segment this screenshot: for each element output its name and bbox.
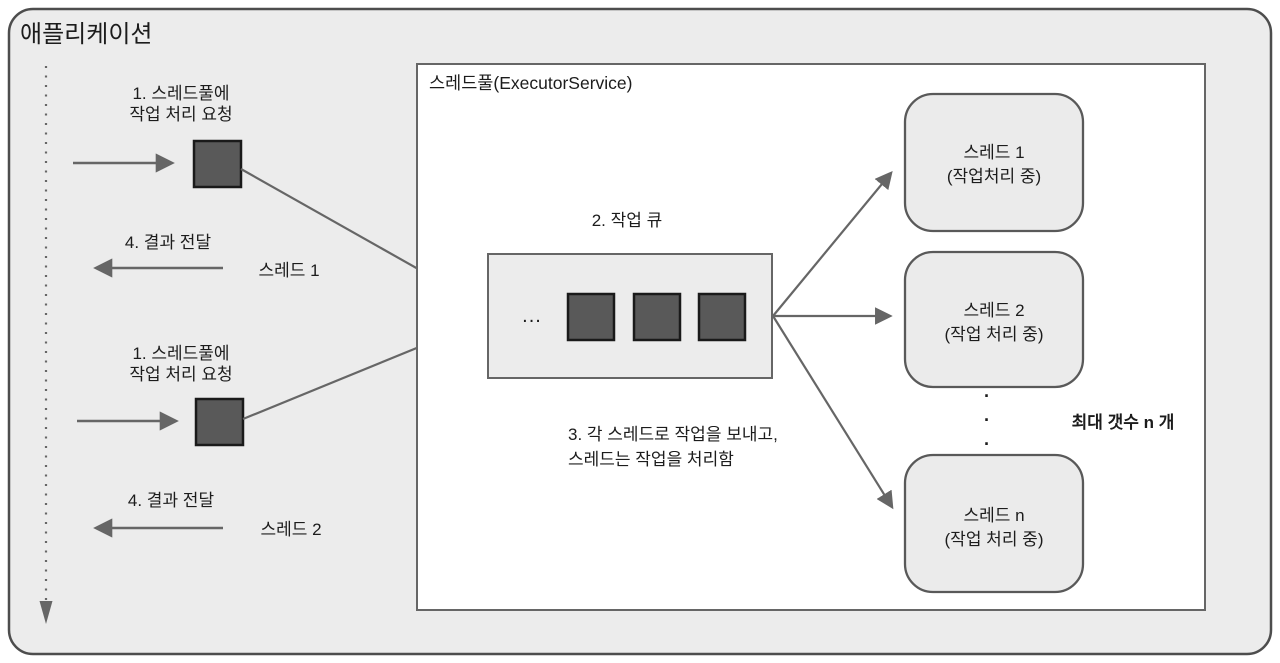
- thread1-node: [903, 92, 1085, 233]
- thread1-status: (작업처리 중): [947, 167, 1041, 186]
- vertical-ellipsis-dot-3: ·: [984, 434, 990, 454]
- step1b-label-line2: 작업 처리 요청: [129, 365, 232, 384]
- step1-label-line1: 1. 스레드풀에: [132, 84, 229, 103]
- thread2-node: [903, 250, 1085, 389]
- thread1-name: 스레드 1: [963, 143, 1024, 162]
- vertical-ellipsis-dot-2: ·: [984, 410, 990, 430]
- queued-task-square-1: [566, 292, 616, 342]
- max-count-label: 최대 갯수 n 개: [1072, 413, 1175, 432]
- dispatch-label-line2: 스레드는 작업을 처리함: [568, 450, 734, 469]
- vertical-ellipsis-dot-1: ·: [984, 386, 990, 406]
- thread2-caption: 스레드 2: [260, 520, 321, 539]
- queue-to-threadN-arrow: [772, 315, 894, 510]
- task-queue-box: [487, 253, 773, 379]
- dispatch-label-line1: 3. 각 스레드로 작업을 보내고,: [568, 425, 778, 444]
- queue-ellipsis: ...: [522, 305, 542, 327]
- step1-label-line2: 작업 처리 요청: [129, 105, 232, 124]
- queued-task-square-2: [632, 292, 682, 342]
- thread-pool-title: 스레드풀(ExecutorService): [429, 73, 632, 93]
- thread2-status: (작업 처리 중): [945, 325, 1044, 344]
- threadN-status: (작업 처리 중): [945, 530, 1044, 549]
- result1-label: 4. 결과 전달: [125, 233, 212, 252]
- thread1-caption: 스레드 1: [258, 261, 319, 280]
- queued-task-square-3: [697, 292, 747, 342]
- step1b-label-line1: 1. 스레드풀에: [132, 344, 229, 363]
- queue-label: 2. 작업 큐: [592, 211, 663, 230]
- queue-to-thread1-arrow: [772, 170, 893, 317]
- thread2-name: 스레드 2: [963, 301, 1024, 320]
- task1-square: [192, 139, 243, 189]
- threadN-node: [903, 453, 1085, 594]
- task2-square: [194, 397, 245, 447]
- result2-label: 4. 결과 전달: [128, 491, 215, 510]
- timeline-arrowhead-icon: [39, 601, 53, 624]
- application-title: 애플리케이션: [20, 21, 152, 48]
- threadN-name: 스레드 n: [963, 506, 1024, 525]
